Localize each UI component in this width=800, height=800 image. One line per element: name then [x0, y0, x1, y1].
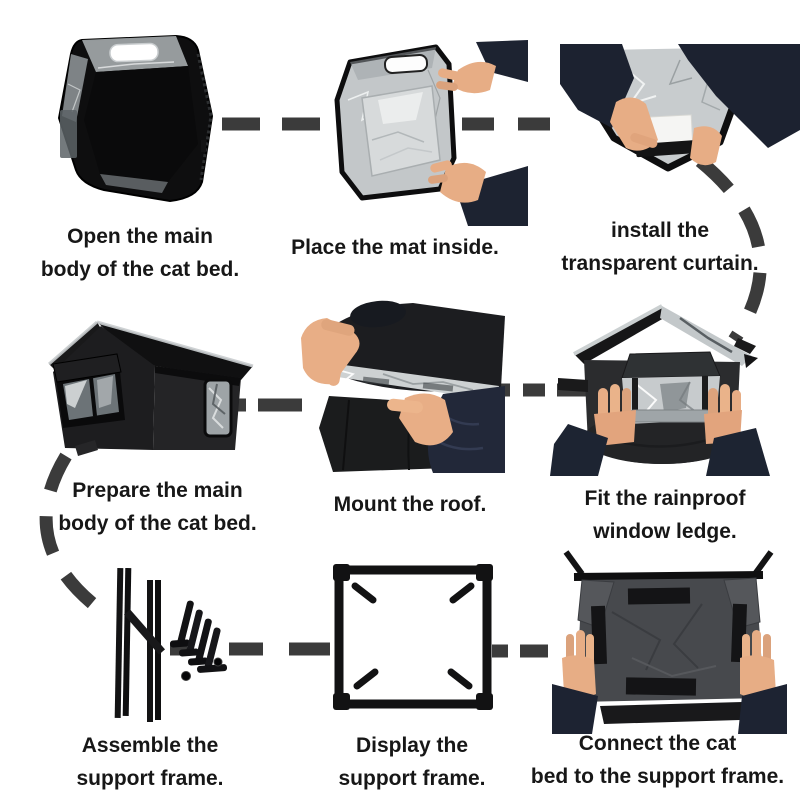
- strap: [75, 440, 98, 456]
- frame-square: [334, 565, 492, 709]
- step8-photo: [325, 558, 500, 718]
- step1-caption: Open the main body of the cat bed.: [30, 220, 250, 286]
- left-hand: [562, 630, 596, 698]
- left-sleeve: [552, 684, 598, 734]
- mount-roof-illustration: [301, 300, 505, 473]
- step5-caption-line1: Mount the roof.: [333, 493, 487, 516]
- handle-cutout: [109, 42, 159, 63]
- handle-cutout: [383, 54, 429, 74]
- velcro-top: [627, 587, 691, 605]
- lower-hand: [428, 160, 528, 226]
- right-strap: [734, 338, 756, 354]
- step2-caption-line1: Place the mat inside.: [291, 236, 499, 259]
- step1-caption-line2: body of the cat bed.: [40, 258, 240, 281]
- step6-caption: Fit the rainproof window ledge.: [550, 482, 780, 548]
- roof-right-slope: [97, 322, 253, 380]
- step8-caption-line2: support frame.: [338, 767, 486, 790]
- step1-photo: [48, 24, 220, 214]
- window-top-face: [621, 351, 721, 379]
- roof-left-slope: [574, 306, 664, 364]
- step9-photo: [552, 548, 787, 734]
- step7-photo: [100, 560, 240, 725]
- step3-photo: [560, 44, 800, 190]
- left-strap: [558, 378, 588, 392]
- assemble-support-frame-illustration: [114, 567, 228, 722]
- step2-caption: Place the mat inside.: [270, 231, 520, 264]
- connect-bed-to-frame-illustration: [552, 550, 787, 734]
- right-sleeve: [706, 428, 770, 476]
- step9-caption-line2: bed to the support frame.: [530, 765, 785, 788]
- right-sleeve: [678, 44, 800, 148]
- step7-caption-line2: support frame.: [76, 767, 224, 790]
- step1-caption-line1: Open the main: [67, 225, 213, 248]
- right-hand: [690, 126, 722, 166]
- frame-leg-left: [563, 550, 585, 576]
- step7-caption-line1: Assemble the: [81, 734, 219, 757]
- black-trim: [587, 96, 740, 172]
- corner-stubs: [351, 582, 475, 690]
- awning-flap: [52, 353, 122, 383]
- install-transparent-curtain-illustration: [560, 44, 800, 172]
- velcro-bottom: [625, 677, 697, 696]
- right-sleeve: [738, 684, 787, 734]
- connector-row2-down-left-arc: [39, 452, 103, 614]
- frame-top-bar: [573, 571, 764, 581]
- long-rods: [114, 567, 166, 722]
- open-cat-bed-body-illustration: [57, 34, 214, 203]
- step4-photo: [45, 300, 265, 465]
- display-support-frame-illustration: [333, 564, 493, 710]
- step5-photo: [293, 298, 505, 473]
- step5-caption: Mount the roof.: [300, 488, 520, 521]
- step7-caption: Assemble the support frame.: [40, 729, 260, 795]
- base-bar: [600, 702, 742, 724]
- step9-caption-line1: Connect the cat: [578, 732, 737, 755]
- step3-caption-line1: install the: [610, 219, 710, 242]
- roof-left-slope: [49, 322, 103, 374]
- step3-caption-line2: transparent curtain.: [561, 252, 759, 275]
- right-hand: [387, 393, 453, 446]
- rolled-curtain: [627, 409, 713, 423]
- step4-caption-line2: body of the cat bed.: [58, 512, 257, 535]
- fit-rainproof-window-ledge-illustration: [550, 304, 770, 476]
- corner-connectors: [170, 600, 228, 681]
- side-window-patch: [60, 110, 77, 158]
- step3-caption: install the transparent curtain.: [540, 214, 780, 280]
- right-sleeve: [427, 386, 505, 473]
- left-sleeve: [550, 424, 608, 476]
- left-hand: [301, 318, 360, 386]
- dark-interior: [84, 66, 198, 182]
- step6-caption-line2: window ledge.: [593, 520, 737, 543]
- frame-leg-right: [752, 550, 774, 576]
- place-mat-inside-illustration: [334, 40, 528, 226]
- prepare-main-body-illustration: [48, 320, 254, 456]
- upper-hand: [436, 40, 528, 94]
- right-hand: [740, 630, 776, 698]
- connector-step3-down-right-arc: [695, 155, 767, 344]
- step4-caption-line1: Prepare the main: [72, 479, 243, 502]
- step8-caption-line1: Display the: [355, 734, 469, 757]
- step4-caption: Prepare the main body of the cat bed.: [40, 474, 275, 540]
- step8-caption: Display the support frame.: [302, 729, 522, 795]
- bed-bottom-fabric: [576, 578, 764, 702]
- step2-photo: [328, 40, 528, 226]
- step6-photo: [540, 296, 780, 476]
- velcro-left: [590, 605, 608, 665]
- step6-caption-line1: Fit the rainproof: [584, 487, 746, 510]
- step9-caption: Connect the cat bed to the support frame…: [515, 727, 800, 793]
